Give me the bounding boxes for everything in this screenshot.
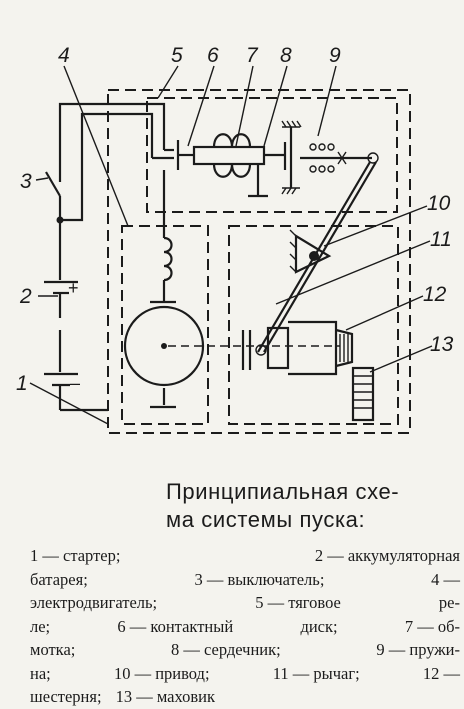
legend-segment: 6 — контактный: [117, 616, 234, 636]
core: [248, 164, 268, 198]
legend-segment: 10 — привод;: [113, 663, 210, 683]
callout-2: 2: [19, 285, 32, 308]
callout-1: 1: [16, 372, 28, 395]
callout-3: 3: [20, 170, 32, 193]
drive-outline: [228, 225, 399, 425]
callout-9: 9: [329, 44, 341, 67]
legend-segment: 12 —: [422, 663, 460, 683]
legend-line: ле; 6 — контактный диск; 7 — об-: [30, 615, 460, 639]
legend-segment: 3 — выключатель;: [194, 569, 325, 589]
callout-leaders: [29, 65, 433, 425]
legend-segment: 9 — пружи-: [376, 640, 460, 659]
legend-segment: 1 — стартер;: [30, 546, 121, 565]
starting-system-diagram: 1 2 3 4 5 6 7 8 9 10 11 12 13 + –: [16, 44, 454, 434]
caption-line-1: Принципиальная схе-: [166, 479, 400, 504]
legend-line: мотка; 8 — сердечник; 9 — пружи-: [30, 638, 460, 662]
caption-line-2: ма системы пуска:: [166, 507, 366, 532]
legend-line: на; 10 — привод; 11 — рычаг; 12 —: [30, 662, 460, 686]
relay-winding: [192, 133, 285, 178]
callout-4: 4: [58, 44, 70, 67]
legend-segment: на;: [30, 663, 51, 683]
legend-segment: 4 —: [431, 569, 460, 589]
battery-minus-label: –: [70, 373, 80, 393]
drive-gear: [241, 320, 354, 376]
legend-segment: шестерня;: [30, 687, 102, 706]
callout-10: 10: [427, 192, 451, 215]
wire-switch-relay: [60, 112, 108, 222]
legend-segment: ре-: [438, 593, 460, 612]
flywheel: [351, 366, 375, 422]
legend-line: батарея; 3 — выключатель; 4 —: [30, 568, 460, 592]
spring: [281, 120, 372, 195]
legend-line: электродвигатель; 5 — тяговое ре-: [30, 591, 460, 615]
callout-8: 8: [280, 44, 292, 67]
legend-segment: 11 — рычаг;: [272, 663, 360, 683]
battery: [44, 220, 108, 412]
wire-battery-relay: [58, 102, 108, 120]
legend-segment: электродвигатель;: [30, 593, 158, 612]
callout-6: 6: [207, 44, 219, 67]
legend: 1 — стартер; 2 — аккумуляторная батарея; 3 …: [30, 544, 460, 709]
legend-segment: 13 — маховик: [115, 687, 215, 706]
starter-housing-outline: [107, 89, 411, 434]
traction-relay-outline: [146, 97, 398, 213]
contact-disc: [152, 140, 194, 170]
legend-segment: диск;: [300, 616, 338, 636]
motor: [123, 170, 205, 409]
legend-line: 1 — стартер; 2 — аккумуляторная: [30, 544, 460, 568]
legend-segment: 5 — тяговое: [255, 593, 341, 612]
callout-7: 7: [246, 44, 259, 67]
wire-relay-contact: [108, 102, 166, 150]
legend-segment: 2 — аккумуляторная: [314, 546, 460, 565]
legend-segment: батарея;: [30, 569, 88, 589]
figure-caption: Принципиальная схе- ма системы пуска:: [166, 478, 458, 534]
legend-segment: ле;: [30, 616, 51, 636]
callout-12: 12: [423, 283, 447, 306]
callout-5: 5: [171, 44, 183, 67]
battery-plus-label: +: [68, 278, 79, 298]
legend-segment: 7 — об-: [404, 616, 460, 636]
switch: [45, 120, 64, 224]
callout-13: 13: [430, 333, 454, 356]
callout-11: 11: [430, 228, 452, 251]
legend-line: шестерня; 13 — маховик: [30, 685, 460, 709]
wire-relay-winding: [108, 112, 154, 130]
lever-pivot: [289, 229, 332, 274]
legend-segment: мотка;: [30, 640, 76, 659]
electric-motor-outline: [121, 225, 209, 425]
legend-segment: 8 — сердечник;: [170, 640, 281, 659]
